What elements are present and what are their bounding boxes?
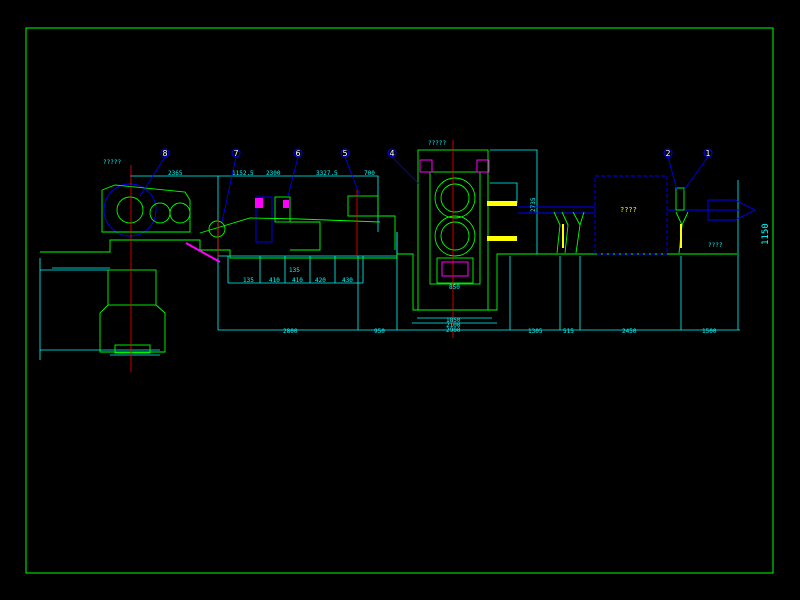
dim-bottom-1: 2800 <box>283 328 298 335</box>
callout-4: 4 <box>387 148 397 158</box>
dim-top-3: 2300 <box>266 170 281 177</box>
note-coiler-top: ????? <box>103 159 121 166</box>
dim-lower-5: 430 <box>342 277 353 284</box>
svg-text:2: 2 <box>665 149 670 158</box>
dim-bottom-3: 1305 <box>528 328 543 335</box>
dim-mill-1: 1850 <box>446 317 461 324</box>
dim-mill-3: 2900 <box>446 327 461 334</box>
note-box: ???? <box>620 206 637 214</box>
dim-lower-2: 410 <box>269 277 280 284</box>
svg-text:1: 1 <box>705 149 710 158</box>
callout-leaders <box>139 156 709 223</box>
dim-lower-3: 410 <box>292 277 303 284</box>
svg-text:4: 4 <box>389 149 394 158</box>
callout-8: 8 <box>160 148 170 158</box>
dim-top-4: 3327.5 <box>316 170 338 177</box>
dim-bottom-4: 515 <box>563 328 574 335</box>
drawing-frame <box>25 27 774 574</box>
svg-text:5: 5 <box>342 149 347 158</box>
svg-text:6: 6 <box>295 149 300 158</box>
callout-6: 6 <box>293 148 303 158</box>
callout-2: 2 <box>663 148 673 158</box>
dim-lower-4: 420 <box>315 277 326 284</box>
dim-mill-2: 2100 <box>446 322 461 329</box>
highlight-parts <box>185 159 682 277</box>
dim-lower-1: 135 <box>243 277 254 284</box>
dim-mill-height: 2735 <box>530 197 537 212</box>
dim-bottom-6: 1500 <box>702 328 717 335</box>
dim-right-height: 1150 <box>761 223 771 245</box>
centerlines <box>130 140 454 372</box>
note-right-base: ???? <box>708 242 723 249</box>
dim-top-5: 700 <box>364 170 375 177</box>
note-mill-top: ????? <box>428 140 446 147</box>
dim-bottom-2: 950 <box>374 328 385 335</box>
dim-lower-6: 135 <box>289 267 300 274</box>
callout-1: 1 <box>703 148 713 158</box>
machine-outlines <box>40 149 757 354</box>
dim-bottom-5: 2450 <box>622 328 637 335</box>
svg-text:8: 8 <box>162 149 167 158</box>
dim-mill-4: 850 <box>449 284 460 291</box>
callout-5: 5 <box>340 148 350 158</box>
svg-text:7: 7 <box>233 149 238 158</box>
dim-top-2: 1152.5 <box>232 170 254 177</box>
dim-top-1: 2365 <box>168 170 183 177</box>
callout-7: 7 <box>231 148 241 158</box>
